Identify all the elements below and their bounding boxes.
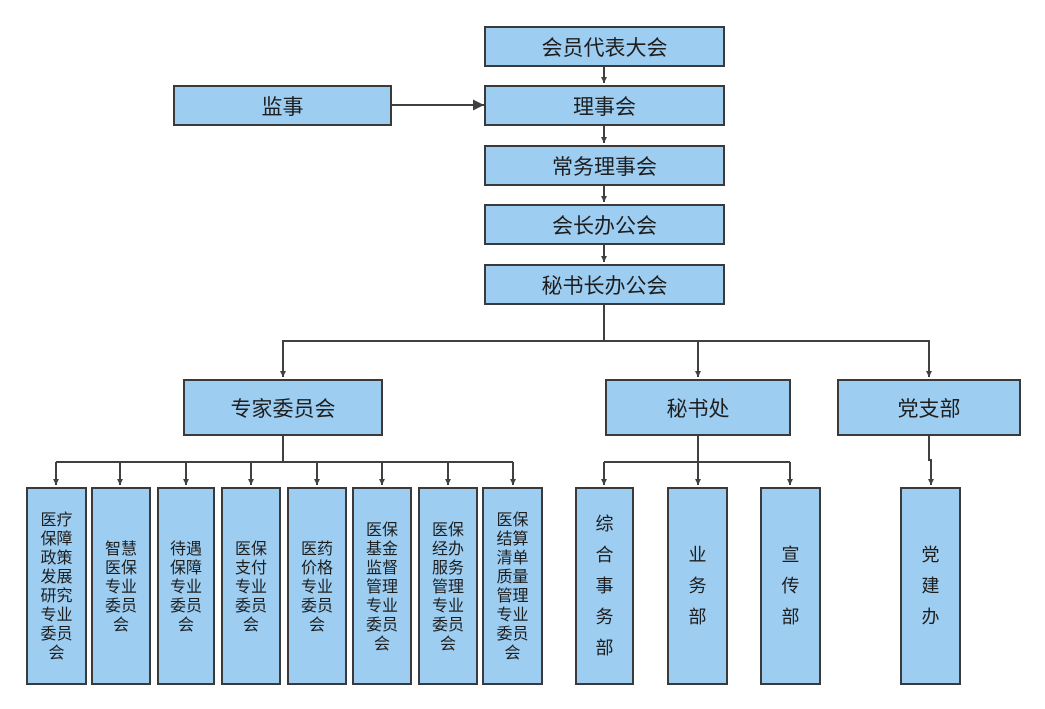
node-label: 秘书长办公会 — [541, 273, 668, 298]
node-secretary-general-office: 秘书长办公会 — [484, 264, 725, 305]
node-expert-payment: 医保 支付 专业 委员 会 — [221, 487, 281, 685]
node-label: 理事会 — [573, 94, 636, 119]
node-secretariat: 秘书处 — [605, 379, 791, 436]
arrow-party-1 — [928, 436, 934, 485]
node-label: 宣 传 部 — [781, 544, 800, 628]
node-standing-council: 常务理事会 — [484, 145, 725, 186]
node-council: 理事会 — [484, 85, 725, 126]
node-expert-benefits: 待遇 保障 专业 委员 会 — [157, 487, 215, 685]
node-label: 医疗 保障 政策 发展 研究 专业 委员 会 — [40, 510, 73, 662]
node-members-congress: 会员代表大会 — [484, 26, 725, 67]
node-supervisor: 监事 — [173, 85, 392, 126]
node-expert-committee: 专家委员会 — [183, 379, 383, 436]
node-label: 医保 基金 监督 管理 专业 委员 会 — [365, 519, 398, 653]
node-label: 医保 支付 专业 委员 会 — [234, 538, 267, 634]
node-label: 监事 — [261, 94, 304, 119]
node-expert-settlement-quality: 医保 结算 清单 质量 管理 专业 委员 会 — [482, 487, 543, 685]
node-label: 医药 价格 专业 委员 会 — [300, 538, 333, 634]
line-secgeneral-trunk — [280, 305, 605, 377]
node-label: 智慧 医保 专业 委员 会 — [104, 538, 137, 634]
node-label: 专家委员会 — [230, 396, 336, 421]
node-expert-fund-supervision: 医保 基金 监督 管理 专业 委员 会 — [352, 487, 412, 685]
node-label: 党 建 办 — [921, 544, 940, 628]
node-label: 业 务 部 — [688, 544, 707, 628]
node-party-branch: 党支部 — [837, 379, 1021, 436]
node-label: 会长办公会 — [552, 213, 657, 238]
node-president-office: 会长办公会 — [484, 204, 725, 245]
arrow-to-party — [604, 340, 932, 377]
node-expert-smart-insurance: 智慧 医保 专业 委员 会 — [91, 487, 151, 685]
node-label: 常务理事会 — [552, 154, 657, 179]
node-label: 秘书处 — [666, 396, 730, 421]
node-general-affairs: 综 合 事 务 部 — [575, 487, 634, 685]
node-label: 医保 结算 清单 质量 管理 专业 委员 会 — [496, 510, 529, 662]
node-label: 待遇 保障 专业 委员 会 — [169, 538, 202, 634]
node-label: 综 合 事 务 部 — [595, 513, 614, 659]
node-party-building-office: 党 建 办 — [900, 487, 961, 685]
node-publicity-dept: 宣 传 部 — [760, 487, 821, 685]
node-expert-pricing: 医药 价格 专业 委员 会 — [287, 487, 347, 685]
node-business-dept: 业 务 部 — [667, 487, 728, 685]
node-expert-service-management: 医保 经办 服务 管理 专业 委员 会 — [418, 487, 478, 685]
node-label: 医保 经办 服务 管理 专业 委员 会 — [431, 519, 464, 653]
node-label: 党支部 — [897, 396, 961, 421]
node-expert-policy-research: 医疗 保障 政策 发展 研究 专业 委员 会 — [26, 487, 87, 685]
node-label: 会员代表大会 — [541, 35, 668, 60]
